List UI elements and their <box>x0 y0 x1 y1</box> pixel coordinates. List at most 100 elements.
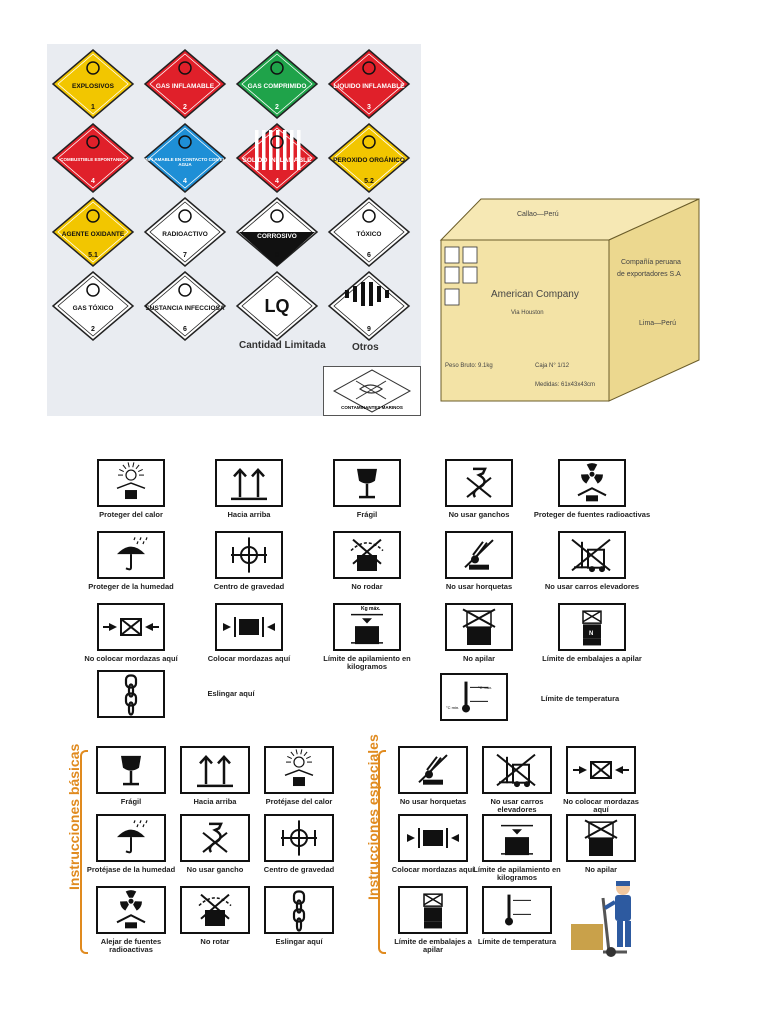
special-instruction-label: Límite de temperatura <box>477 937 557 946</box>
handling-symbol-label: Límite de apilamiento en kilogramos <box>323 654 411 671</box>
special-instruction-tile <box>398 746 468 794</box>
handling-symbol-tile <box>333 531 401 579</box>
handling-symbol-tile <box>97 603 165 651</box>
special-instruction-tile <box>482 814 552 862</box>
temp-max-text: °C máx. <box>478 685 493 690</box>
no-stack-icon <box>584 819 618 856</box>
forklift-icon <box>571 538 611 573</box>
hazard-label-text: PEROXIDO ORGÁNICO <box>333 157 405 164</box>
hazard-class-number: 2 <box>91 326 95 333</box>
hazard-diamond <box>327 197 411 267</box>
no-clamp-icon <box>103 618 159 636</box>
stack-limit-icon <box>423 893 443 929</box>
box-handling-icon <box>444 288 460 306</box>
forklift-icon <box>496 753 536 788</box>
thermometer-icon <box>462 681 488 713</box>
basic-instruction-tile <box>180 886 250 934</box>
hook-icon <box>202 822 228 853</box>
handling-symbol-label: Proteger de la humedad <box>88 582 174 591</box>
shipping-box-shape <box>439 198 700 402</box>
handling-symbol-label: No apilar <box>462 654 496 663</box>
hazard-diamond <box>143 271 227 341</box>
hazard-label-text: CORROSIVO <box>257 233 297 240</box>
basic-instruction-tile <box>180 746 250 794</box>
handling-symbol-tile <box>97 459 165 507</box>
box-side-line3: Lima—Perú <box>639 320 676 327</box>
basic-instruction-label: Frágil <box>120 797 142 806</box>
basic-instruction-tile <box>264 814 334 862</box>
glass-icon <box>357 468 377 499</box>
hazard-label: 9 <box>327 270 411 342</box>
hazard-label: GAS TÓXICO 2 <box>51 270 135 342</box>
hazard-diamond <box>235 197 319 267</box>
basic-instruction-tile <box>96 886 166 934</box>
handling-symbol-tile <box>97 531 165 579</box>
stack-limit-icon <box>582 610 602 646</box>
special-instruction-tile <box>482 746 552 794</box>
handling-symbol-label: No usar carros elevadores <box>544 582 640 591</box>
glass-icon <box>121 755 141 786</box>
special-instruction-label: Límite de apilamiento en kilogramos <box>473 865 561 882</box>
special-instruction-label: Límite de embalajes a apilar <box>394 937 472 954</box>
hazard-label-text: GAS INFLAMABLE <box>155 83 215 90</box>
box-side-line2: de exportadores S.A <box>617 271 681 278</box>
hazard-label-text: GAS TÓXICO <box>72 305 114 312</box>
basic-instruction-tile <box>96 814 166 862</box>
hazard-label-text: COMBUSTIBLE ESPONTANEO <box>60 157 126 162</box>
special-instruction-label: Colocar mordazas aquí <box>391 865 475 874</box>
hazard-label-text: SOLIDO INFLAMABLE <box>242 157 312 164</box>
worker-with-handtruck-illustration <box>571 881 631 957</box>
basic-instruction-label: No usar gancho <box>186 865 244 874</box>
handling-symbol-label: No rodar <box>351 582 383 591</box>
marine-pollutant-text: CONTAMINANTES MARINOS <box>341 405 403 410</box>
no-stack-icon <box>462 608 496 645</box>
hazard-diamond <box>235 123 319 193</box>
handling-symbol-label: Eslingar aquí <box>207 689 255 698</box>
box-top-destination: Callao—Perú <box>517 211 559 218</box>
handling-symbol-label: No usar ganchos <box>448 510 510 519</box>
hazard-label-text: INFLAMABLE EN CONTACTO CON EL AGUA <box>144 157 226 167</box>
basic-instruction-label: Centro de gravedad <box>263 865 335 874</box>
instructions-panel: Instrucciones básicas Instrucciones espe… <box>62 734 654 964</box>
basic-instruction-tile <box>264 746 334 794</box>
special-instruction-label: No usar carros elevadores <box>490 797 544 814</box>
hazard-class-number: 4 <box>183 178 187 185</box>
hazard-diamond <box>51 197 135 267</box>
no-roll-icon <box>198 893 232 926</box>
hazard-class-number: 8 <box>275 252 279 259</box>
hazard-label-text: GAS COMPRIMIDO <box>247 83 307 90</box>
handling-symbol-tile <box>215 531 283 579</box>
basic-instruction-tile <box>96 746 166 794</box>
handling-symbol-label: No usar horquetas <box>445 582 513 591</box>
hazard-class-number: 6 <box>183 326 187 333</box>
hazard-class-number: 1 <box>91 104 95 111</box>
handling-symbol-label: Límite de embalajes a apilar <box>542 654 642 663</box>
weight-icon <box>351 613 383 645</box>
marine-pollutant-icon <box>332 369 412 413</box>
special-instruction-tile <box>566 814 636 862</box>
hazard-diamond <box>235 49 319 119</box>
handling-symbol-label: Proteger de fuentes radioactivas <box>533 510 651 519</box>
hazard-label-text: TÓXICO <box>356 231 382 238</box>
hazard-class-number: 9 <box>367 326 371 333</box>
hazard-label: LQ <box>235 270 319 342</box>
handling-symbol-tile <box>445 459 513 507</box>
handling-symbol-tile <box>97 670 165 718</box>
basic-instruction-label: No rotar <box>200 937 230 946</box>
hazard-diamond <box>51 123 135 193</box>
handling-symbol-tile <box>558 459 626 507</box>
crosshair-icon <box>281 820 317 856</box>
hazard-diamond <box>51 271 135 341</box>
handling-symbol-label: Colocar mordazas aquí <box>207 654 291 663</box>
sun-icon <box>116 462 146 500</box>
handling-symbol-tile <box>333 459 401 507</box>
sun-icon <box>284 749 314 787</box>
fork-icon <box>464 539 494 570</box>
